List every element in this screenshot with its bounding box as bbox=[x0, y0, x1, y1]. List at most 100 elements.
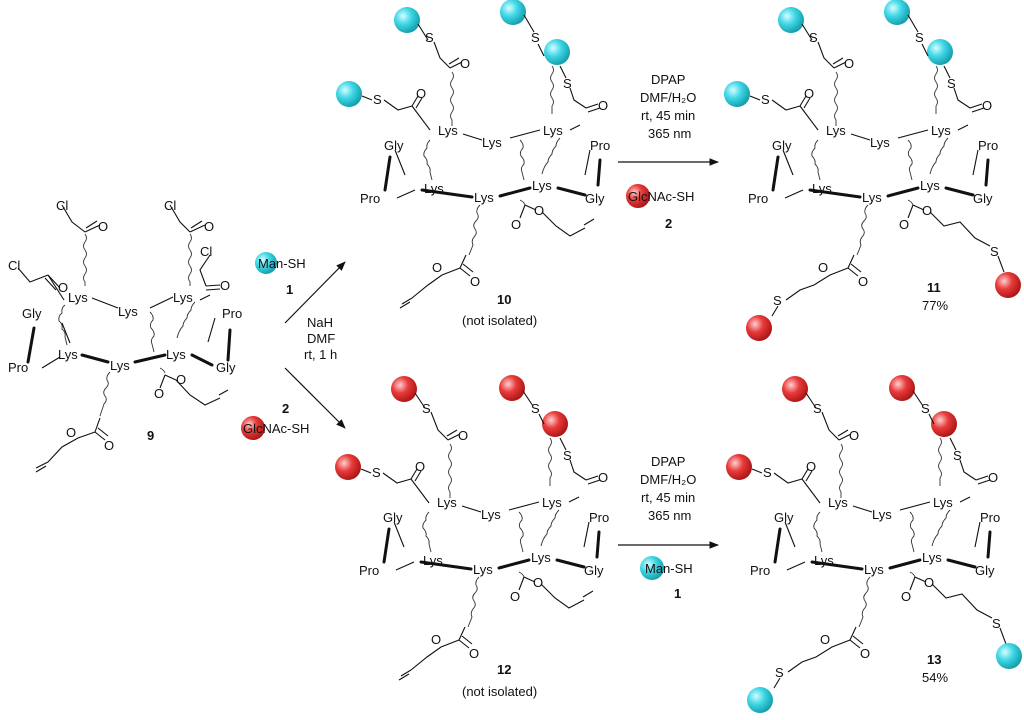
atom-s: S bbox=[422, 401, 431, 416]
glcnac-sphere-icon bbox=[995, 272, 1021, 298]
atom-s: S bbox=[809, 30, 818, 45]
atom-s: S bbox=[372, 465, 381, 480]
residue-pro: Pro bbox=[980, 510, 1000, 525]
step2-bottom-reagents: DPAP DMF/H₂O rt, 45 min 365 nm Man-SH 1 bbox=[618, 454, 719, 601]
atom-o: O bbox=[104, 438, 114, 453]
residue-lys: Lys bbox=[474, 190, 494, 205]
atom-s: S bbox=[953, 448, 962, 463]
atom-o: O bbox=[924, 575, 934, 590]
residue-lys: Lys bbox=[481, 507, 501, 522]
mannose-sphere-icon bbox=[884, 0, 910, 25]
residue-gly: Gly bbox=[772, 138, 792, 153]
residue-lys: Lys bbox=[531, 550, 551, 565]
mannose-sphere-icon bbox=[778, 7, 804, 33]
residue-gly: Gly bbox=[774, 510, 794, 525]
step2-top-reagents: DPAP DMF/H₂O rt, 45 min 365 nm GlcNAc-SH… bbox=[618, 72, 719, 231]
atom-o: O bbox=[154, 386, 164, 401]
atom-o: O bbox=[431, 632, 441, 647]
atom-s: S bbox=[763, 465, 772, 480]
residue-lys: Lys bbox=[118, 304, 138, 319]
atom-o: O bbox=[982, 98, 992, 113]
mannose-sphere-icon bbox=[336, 81, 362, 107]
residue-gly: Gly bbox=[585, 191, 605, 206]
atom-o: O bbox=[469, 646, 479, 661]
mannose-sphere-icon bbox=[640, 556, 664, 580]
residue-lys: Lys bbox=[828, 495, 848, 510]
residue-lys: Lys bbox=[814, 553, 834, 568]
glcnac-sphere-icon bbox=[931, 411, 957, 437]
residue-gly: Gly bbox=[216, 360, 236, 375]
atom-s: S bbox=[563, 76, 572, 91]
residue-lys: Lys bbox=[543, 123, 563, 138]
residue-gly: Gly bbox=[584, 563, 604, 578]
atom-s: S bbox=[425, 30, 434, 45]
compound-number: 13 bbox=[927, 652, 941, 667]
atom-o: O bbox=[899, 217, 909, 232]
atom-o: O bbox=[432, 260, 442, 275]
compound-11-structure: S O S S O S O Lys Lys Lys Gly Pro Lys Ly… bbox=[724, 0, 1021, 341]
compound-9-structure: Cl O Cl O Cl Cl O O Lys Lys Lys Gly Pro … bbox=[8, 198, 242, 473]
condition-line: DMF bbox=[307, 331, 335, 346]
condition-line: rt, 45 min bbox=[641, 490, 695, 505]
atom-s: S bbox=[775, 665, 784, 680]
glcnac-sphere-icon bbox=[391, 376, 417, 402]
residue-lys: Lys bbox=[437, 495, 457, 510]
condition-line: 365 nm bbox=[648, 508, 691, 523]
residue-pro: Pro bbox=[8, 360, 28, 375]
atom-o: O bbox=[66, 425, 76, 440]
residue-lys: Lys bbox=[68, 290, 88, 305]
residue-lys: Lys bbox=[58, 347, 78, 362]
residue-pro: Pro bbox=[590, 138, 610, 153]
atom-s: S bbox=[947, 76, 956, 91]
reaction-arrow-up bbox=[284, 261, 346, 324]
compound-yield: 54% bbox=[922, 670, 948, 685]
compound-number: 11 bbox=[927, 280, 941, 295]
atom-o: O bbox=[860, 646, 870, 661]
atom-o: O bbox=[176, 372, 186, 387]
atom-o: O bbox=[806, 459, 816, 474]
atom-s: S bbox=[990, 244, 999, 259]
condition-line: rt, 1 h bbox=[304, 347, 337, 362]
condition-line: NaH bbox=[307, 315, 333, 330]
compound-number: 12 bbox=[497, 662, 511, 677]
residue-lys: Lys bbox=[532, 178, 552, 193]
reagent-glcnac-sh-label: GlcNAc-SH bbox=[628, 189, 694, 204]
residue-lys: Lys bbox=[872, 507, 892, 522]
residue-gly: Gly bbox=[383, 510, 403, 525]
residue-lys: Lys bbox=[438, 123, 458, 138]
atom-s: S bbox=[773, 293, 782, 308]
atom-o: O bbox=[820, 632, 830, 647]
glcnac-sphere-icon bbox=[335, 454, 361, 480]
reaction-arrow-down bbox=[284, 367, 346, 429]
atom-o: O bbox=[858, 274, 868, 289]
glcnac-sphere-icon bbox=[241, 416, 265, 440]
atom-cl: Cl bbox=[200, 244, 212, 259]
atom-o: O bbox=[922, 203, 932, 218]
atom-o: O bbox=[511, 217, 521, 232]
residue-lys: Lys bbox=[812, 181, 832, 196]
compound-yield: 77% bbox=[922, 298, 948, 313]
mannose-sphere-icon bbox=[544, 39, 570, 65]
atom-o: O bbox=[510, 589, 520, 604]
condition-line: 365 nm bbox=[648, 126, 691, 141]
mannose-sphere-icon bbox=[500, 0, 526, 25]
atom-s: S bbox=[563, 448, 572, 463]
glcnac-sphere-icon bbox=[626, 184, 650, 208]
compound-13-structure: S O S S O S O Lys Lys Lys Gly Pro Lys Ly… bbox=[726, 375, 1022, 713]
atom-s: S bbox=[813, 401, 822, 416]
atom-o: O bbox=[415, 459, 425, 474]
reagent-man-sh-label: Man-SH bbox=[258, 256, 306, 271]
compound-10-structure: S O S S O S O Lys Lys Lys Gly Pro Lys Ly… bbox=[336, 0, 610, 328]
residue-gly: Gly bbox=[22, 306, 42, 321]
residue-lys: Lys bbox=[542, 495, 562, 510]
step1-reagents: Man-SH 1 NaH DMF rt, 1 h 2 GlcNAc-SH bbox=[241, 252, 346, 440]
residue-lys: Lys bbox=[922, 550, 942, 565]
reagent-number: 2 bbox=[665, 216, 672, 231]
glcnac-sphere-icon bbox=[542, 411, 568, 437]
compound-12-structure: S O S S O S O Lys Lys Lys Gly Pro Lys Ly… bbox=[335, 375, 609, 699]
residue-lys: Lys bbox=[110, 358, 130, 373]
atom-s: S bbox=[761, 92, 770, 107]
atom-o: O bbox=[534, 203, 544, 218]
residue-lys: Lys bbox=[826, 123, 846, 138]
